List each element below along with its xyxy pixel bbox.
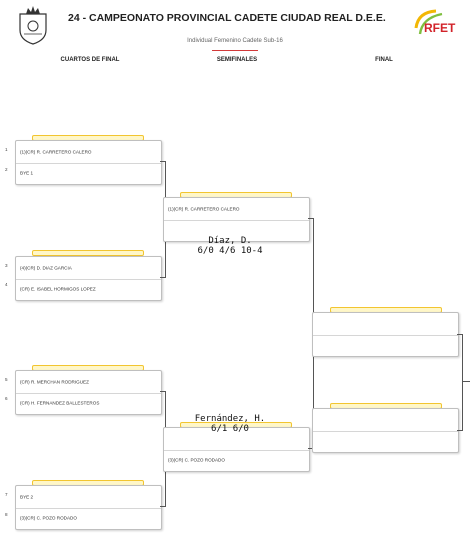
match-result: Fernández, H. 6/1 6/0 xyxy=(175,414,285,434)
player-slot[interactable] xyxy=(313,313,458,335)
player-name: (3)(CR) C. POZO RODADO xyxy=(20,515,77,521)
result-winner-name: Fernández, H. xyxy=(194,414,266,424)
slot-divider xyxy=(16,392,161,394)
player-slot[interactable]: (1)(CR) R. CARRETERO CALERO xyxy=(16,141,161,163)
player-slot[interactable]: (1)(CR) R. CARRETERO CALERO xyxy=(164,198,309,220)
rfet-logo: RFET xyxy=(412,8,462,42)
draw-position: 6 xyxy=(5,396,8,401)
federation-logo xyxy=(16,4,50,46)
draw-position: 2 xyxy=(5,167,8,172)
slot-divider xyxy=(313,430,458,432)
page-title: 24 - CAMPEONATO PROVINCIAL CADETE CIUDAD… xyxy=(68,12,386,24)
player-slot[interactable]: (4)(CR) D. DIAZ GARCIA xyxy=(16,257,161,279)
bracket-connector xyxy=(462,381,470,382)
bracket-connector xyxy=(160,391,166,392)
draw-position: 4 xyxy=(5,282,8,287)
bracket-connector xyxy=(308,218,314,219)
bracket-connector xyxy=(462,334,463,431)
bracket-connector xyxy=(457,430,463,431)
rfet-logo-text: RFET xyxy=(424,21,456,35)
bracket-connector xyxy=(308,448,314,449)
match-box-final-top[interactable] xyxy=(312,312,459,357)
round-label-semifinals: SEMIFINALES xyxy=(216,57,258,63)
accent-divider xyxy=(212,50,258,51)
draw-position: 7 xyxy=(5,492,8,497)
player-slot[interactable]: (CR) R. MERCHAN RODRIGUEZ xyxy=(16,371,161,393)
player-name: (CR) E. ISABEL HORMIGOS LOPEZ xyxy=(20,286,96,292)
player-slot[interactable]: (CR) H. FERNANDEZ BALLESTEROS xyxy=(16,393,161,415)
player-slot[interactable]: (CR) E. ISABEL HORMIGOS LOPEZ xyxy=(16,279,161,301)
match-box-qf1[interactable]: (1)(CR) R. CARRETERO CALERO BYE 1 xyxy=(15,140,162,185)
bracket-connector xyxy=(160,277,166,278)
player-name: BYE 1 xyxy=(20,170,34,176)
round-label-quarterfinals: CUARTOS DE FINAL xyxy=(60,57,120,63)
slot-divider xyxy=(16,162,161,164)
player-name: (CR) H. FERNANDEZ BALLESTEROS xyxy=(20,400,100,406)
player-slot[interactable]: (3)(CR) C. POZO RODADO xyxy=(164,450,309,472)
result-score: 6/0 4/6 10-4 xyxy=(197,246,263,256)
player-slot[interactable] xyxy=(313,409,458,431)
event-subtitle: Individual Femenino Cadete Sub-16 xyxy=(187,38,283,44)
bracket-connector xyxy=(457,334,463,335)
player-name: (1)(CR) R. CARRETERO CALERO xyxy=(168,206,240,212)
result-score: 6/1 6/0 xyxy=(211,424,249,434)
result-winner-name: Díaz, D. xyxy=(208,236,252,246)
slot-divider xyxy=(16,507,161,509)
draw-position: 3 xyxy=(5,263,8,268)
bracket-connector xyxy=(160,506,166,507)
draw-position: 8 xyxy=(5,512,8,517)
draw-position: 1 xyxy=(5,147,8,152)
player-name: BYE 2 xyxy=(20,494,34,500)
match-box-sf2[interactable]: (3)(CR) C. POZO RODADO xyxy=(163,427,310,472)
player-name: (1)(CR) R. CARRETERO CALERO xyxy=(20,149,92,155)
slot-divider xyxy=(164,449,309,451)
slot-divider xyxy=(164,219,309,221)
player-name: (3)(CR) C. POZO RODADO xyxy=(168,457,225,463)
player-name: (CR) R. MERCHAN RODRIGUEZ xyxy=(20,379,89,385)
match-box-sf1[interactable]: (1)(CR) R. CARRETERO CALERO xyxy=(163,197,310,242)
player-slot[interactable]: BYE 2 xyxy=(16,486,161,508)
slot-divider xyxy=(16,278,161,280)
player-slot[interactable]: (3)(CR) C. POZO RODADO xyxy=(16,508,161,530)
player-name: (4)(CR) D. DIAZ GARCIA xyxy=(20,265,72,271)
draw-position: 5 xyxy=(5,377,8,382)
bracket-connector xyxy=(160,161,166,162)
player-slot[interactable] xyxy=(313,335,458,357)
match-box-qf3[interactable]: (CR) R. MERCHAN RODRIGUEZ (CR) H. FERNAN… xyxy=(15,370,162,415)
match-box-final-bottom[interactable] xyxy=(312,408,459,453)
round-label-final: FINAL xyxy=(375,57,393,63)
match-box-qf4[interactable]: BYE 2 (3)(CR) C. POZO RODADO xyxy=(15,485,162,530)
player-slot[interactable]: BYE 1 xyxy=(16,163,161,185)
slot-divider xyxy=(313,334,458,336)
match-box-qf2[interactable]: (4)(CR) D. DIAZ GARCIA (CR) E. ISABEL HO… xyxy=(15,256,162,301)
match-highlight-bar xyxy=(32,250,144,256)
match-result: Díaz, D. 6/0 4/6 10-4 xyxy=(175,236,285,256)
player-slot[interactable] xyxy=(313,431,458,453)
